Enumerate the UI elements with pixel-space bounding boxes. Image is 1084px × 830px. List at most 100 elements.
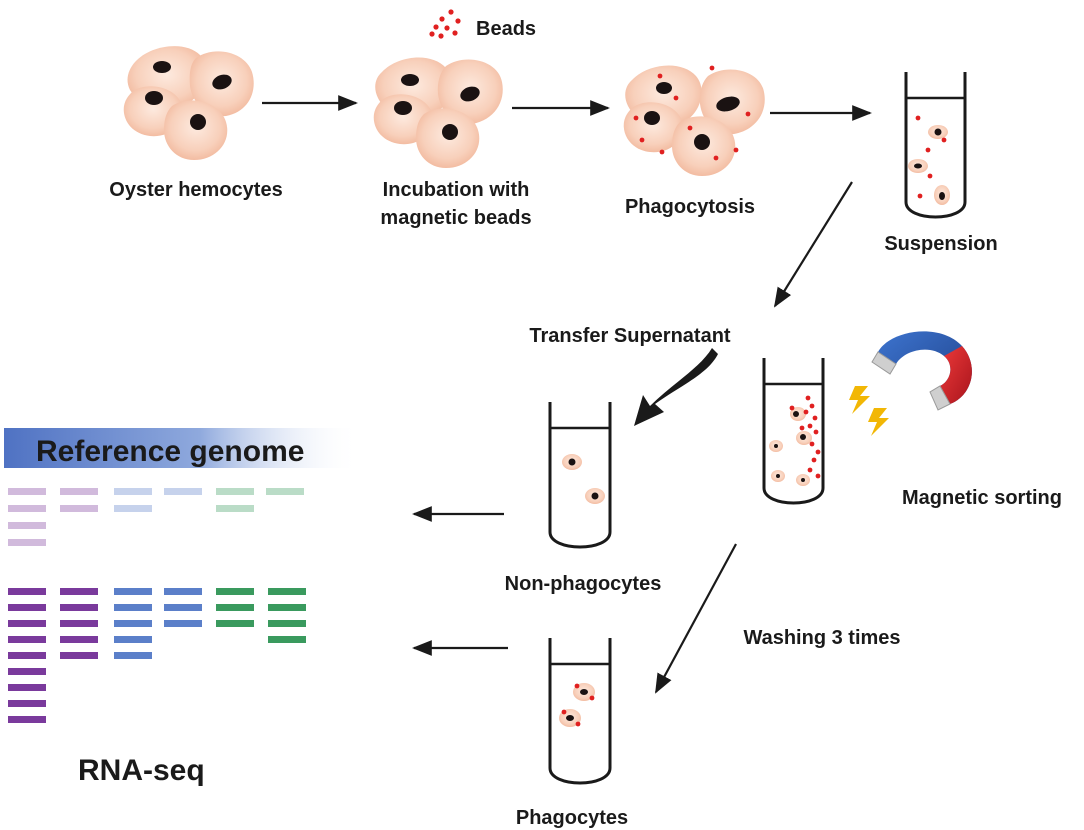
bead-dot [713, 155, 719, 161]
read-bar [266, 488, 304, 495]
read-bar [60, 652, 98, 659]
read-bar [164, 604, 202, 611]
bead-dot [745, 111, 751, 117]
read-bar [216, 505, 254, 512]
reference-genome-banner [4, 428, 360, 468]
read-bar [8, 604, 46, 611]
bead-dot [807, 467, 813, 473]
bead-dot [438, 33, 444, 39]
bead-dot [812, 415, 818, 421]
lightning-icon [849, 386, 889, 436]
read-bar [114, 505, 152, 512]
label-phagocytes: Phagocytes [516, 807, 628, 829]
read-bar [60, 604, 98, 611]
oyster-hemocytes-cluster [123, 46, 254, 160]
read-bar [8, 636, 46, 643]
bead-dot [809, 441, 815, 447]
read-bar [164, 488, 202, 495]
label-incubation-line1: Incubation with [383, 179, 530, 201]
magnet-icon [871, 331, 972, 411]
bead-dot [799, 425, 805, 431]
read-bar [8, 620, 46, 627]
read-bar [8, 588, 46, 595]
label-suspension: Suspension [884, 233, 997, 255]
bead-dot [639, 137, 645, 143]
label-washing: Washing 3 times [743, 627, 900, 649]
read-bar [8, 488, 46, 495]
bead-dot [659, 149, 665, 155]
bead-dot [561, 709, 567, 715]
bead-dot [439, 16, 445, 22]
phagocytes-tube [548, 638, 612, 785]
solid-read-bars [8, 588, 306, 723]
read-bar [114, 636, 152, 643]
arrow-washing [655, 543, 737, 694]
read-bar [114, 588, 152, 595]
bead-dot [444, 25, 450, 31]
read-bar [8, 668, 46, 675]
bead-dot [925, 147, 931, 153]
magnetic-sorting-tube [762, 358, 825, 505]
read-bar [8, 716, 46, 723]
bead-dot [813, 429, 819, 435]
faded-read-bars [8, 488, 304, 546]
bead-dot [709, 65, 715, 71]
flow-arrows [262, 95, 872, 694]
bead-dot [815, 449, 821, 455]
read-bar [60, 636, 98, 643]
read-bar [268, 620, 306, 627]
label-oyster-hemocytes: Oyster hemocytes [109, 179, 282, 201]
bead-dot [448, 9, 454, 15]
read-bar [216, 488, 254, 495]
read-bar [268, 588, 306, 595]
bead-dot [452, 30, 458, 36]
label-beads: Beads [476, 18, 536, 40]
label-non-phagocytes: Non-phagocytes [505, 573, 662, 595]
bead-dots [429, 9, 947, 727]
read-bar [164, 620, 202, 627]
read-bar [114, 604, 152, 611]
non-phagocytes-tube [548, 402, 612, 549]
incubation-cells-cluster [373, 57, 503, 168]
label-reference-genome: Reference genome [36, 435, 304, 468]
bead-dot [927, 173, 933, 179]
bead-dot [915, 115, 921, 121]
bead-dot [673, 95, 679, 101]
read-bar [60, 505, 98, 512]
read-bar [8, 700, 46, 707]
bead-dot [455, 18, 461, 24]
bead-dot [815, 473, 821, 479]
read-bar [8, 684, 46, 691]
read-bar [8, 505, 46, 512]
bead-dot [809, 403, 815, 409]
read-bar [268, 604, 306, 611]
read-bar [8, 539, 46, 546]
label-transfer-supernatant: Transfer Supernatant [529, 325, 731, 347]
bead-dot [657, 73, 663, 79]
bead-dot [433, 24, 439, 30]
label-rna-seq: RNA-seq [78, 754, 205, 787]
read-bar [8, 652, 46, 659]
label-phagocytosis: Phagocytosis [625, 196, 755, 218]
bead-dot [917, 193, 923, 199]
phagocytosis-cells-cluster [623, 65, 765, 176]
read-bar [114, 620, 152, 627]
read-bar [268, 636, 306, 643]
bead-dot [941, 137, 947, 143]
read-bar [60, 620, 98, 627]
suspension-tube [904, 72, 967, 219]
label-magnetic-sorting: Magnetic sorting [902, 487, 1062, 509]
read-bar [216, 620, 254, 627]
bead-dot [803, 409, 809, 415]
bead-dot [589, 695, 595, 701]
bead-dot [789, 405, 795, 411]
bead-dot [575, 721, 581, 727]
bead-dot [733, 147, 739, 153]
bead-dot [805, 395, 811, 401]
read-bar [114, 488, 152, 495]
bead-dot [574, 683, 580, 689]
read-bar [216, 588, 254, 595]
arrow-to-transfer [773, 181, 853, 308]
read-bar [216, 604, 254, 611]
